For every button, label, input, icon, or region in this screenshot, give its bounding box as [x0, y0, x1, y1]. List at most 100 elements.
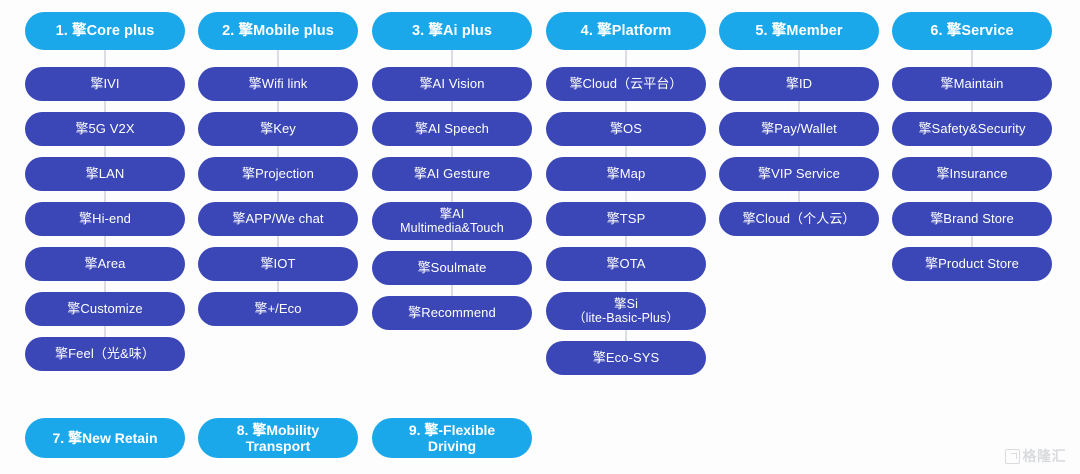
node-core-plus-2[interactable]: 擎LAN — [25, 157, 185, 202]
connector-line — [104, 281, 106, 292]
node-service-2[interactable]: 擎Insurance — [892, 157, 1052, 202]
node-label: 擎OTA — [606, 255, 646, 271]
node-platform-2[interactable]: 擎Map — [546, 157, 706, 202]
node-core-plus-3[interactable]: 擎Hi-end — [25, 202, 185, 247]
column-service: 6. 擎Service 擎Maintain 擎Safety&Security 擎Ins… — [892, 12, 1052, 292]
connector-line — [104, 326, 106, 337]
column-header-label: 4. 擎Platform — [580, 22, 672, 39]
column-header-label: 3. 擎Ai plus — [411, 22, 493, 39]
node-label: 擎5G V2X — [75, 120, 135, 136]
watermark-logo-icon — [1004, 448, 1020, 464]
node-platform-0[interactable]: 擎Cloud（云平台） — [546, 67, 706, 112]
column-header-platform[interactable]: 4. 擎Platform — [546, 12, 706, 67]
node-service-0[interactable]: 擎Maintain — [892, 67, 1052, 112]
column-header-label: 2. 擎Mobile plus — [222, 22, 334, 39]
node-platform-3[interactable]: 擎TSP — [546, 202, 706, 247]
node-platform-1[interactable]: 擎OS — [546, 112, 706, 157]
node-core-plus-5[interactable]: 擎Customize — [25, 292, 185, 337]
connector-line — [104, 236, 106, 247]
node-mobile-plus-4[interactable]: 擎IOT — [198, 247, 358, 292]
node-label: 擎Projection — [242, 165, 314, 181]
node-ai-plus-5[interactable]: 擎Recommend — [372, 296, 532, 330]
node-mobile-plus-3[interactable]: 擎APP/We chat — [198, 202, 358, 247]
connector-line — [104, 191, 106, 202]
node-ai-plus-4[interactable]: 擎Soulmate — [372, 251, 532, 296]
node-label: 擎Soulmate — [417, 259, 487, 275]
node-label: 擎Wifi link — [248, 75, 308, 91]
node-label: 擎OS — [609, 120, 643, 136]
column-header-label: 5. 擎Member — [755, 22, 843, 39]
node-label: 擎Hi-end — [79, 210, 131, 226]
column-header-service[interactable]: 6. 擎Service — [892, 12, 1052, 67]
node-label: 擎Cloud（云平台） — [569, 75, 683, 91]
connector-line — [104, 101, 106, 112]
connector-line — [451, 101, 453, 112]
connector-line — [277, 101, 279, 112]
node-mobile-plus-2[interactable]: 擎Projection — [198, 157, 358, 202]
node-ai-plus-0[interactable]: 擎AI Vision — [372, 67, 532, 112]
column-header-mobile-plus[interactable]: 2. 擎Mobile plus — [198, 12, 358, 67]
node-platform-6[interactable]: 擎Eco-SYS — [546, 341, 706, 375]
node-service-1[interactable]: 擎Safety&Security — [892, 112, 1052, 157]
connector-line — [625, 50, 627, 67]
column-mobile-plus: 2. 擎Mobile plus 擎Wifi link 擎Key 擎Projection… — [198, 12, 358, 337]
node-ai-plus-2[interactable]: 擎AI Gesture — [372, 157, 532, 202]
node-service-3[interactable]: 擎Brand Store — [892, 202, 1052, 247]
node-core-plus-4[interactable]: 擎Area — [25, 247, 185, 292]
node-mobile-plus-1[interactable]: 擎Key — [198, 112, 358, 157]
connector-line — [971, 101, 973, 112]
node-label: 擎Recommend — [408, 304, 496, 320]
connector-line — [625, 236, 627, 247]
node-label: 擎Feel（光&味） — [55, 345, 155, 361]
node-label: 擎APP/We chat — [232, 210, 324, 226]
node-label: 擎Product Store — [925, 255, 1019, 271]
connector-line — [104, 50, 106, 67]
connector-line — [971, 50, 973, 67]
node-service-4[interactable]: 擎Product Store — [892, 247, 1052, 281]
node-ai-plus-1[interactable]: 擎AI Speech — [372, 112, 532, 157]
column-header-ai-plus[interactable]: 3. 擎Ai plus — [372, 12, 532, 67]
connector-line — [451, 240, 453, 251]
node-core-plus-6[interactable]: 擎Feel（光&味） — [25, 337, 185, 371]
connector-line — [625, 281, 627, 292]
connector-line — [625, 191, 627, 202]
node-platform-5[interactable]: 擎Si（lite-Basic-Plus） — [546, 292, 706, 341]
connector-line — [451, 191, 453, 202]
bottom-pill-new-retain[interactable]: 7. 擎New Retain — [25, 418, 185, 458]
bottom-pill-label: 7. 擎New Retain — [52, 429, 158, 446]
node-label: 擎IVI — [90, 75, 120, 91]
column-header-core-plus[interactable]: 1. 擎Core plus — [25, 12, 185, 67]
node-member-3[interactable]: 擎Cloud（个人云） — [719, 202, 879, 236]
node-label: 擎Safety&Security — [918, 120, 1026, 136]
connector-line — [798, 146, 800, 157]
node-platform-4[interactable]: 擎OTA — [546, 247, 706, 292]
connector-line — [971, 236, 973, 247]
node-mobile-plus-0[interactable]: 擎Wifi link — [198, 67, 358, 112]
node-label: 擎Insurance — [936, 165, 1008, 181]
node-label: 擎Cloud（个人云） — [742, 210, 856, 226]
node-label: 擎+/Eco — [254, 300, 302, 316]
connector-line — [625, 146, 627, 157]
connector-line — [277, 191, 279, 202]
node-mobile-plus-5[interactable]: 擎+/Eco — [198, 292, 358, 326]
node-member-2[interactable]: 擎VIP Service — [719, 157, 879, 202]
column-header-member[interactable]: 5. 擎Member — [719, 12, 879, 67]
node-label: 擎Area — [84, 255, 126, 271]
node-core-plus-1[interactable]: 擎5G V2X — [25, 112, 185, 157]
connector-line — [277, 236, 279, 247]
node-core-plus-0[interactable]: 擎IVI — [25, 67, 185, 112]
watermark-text: 格隆汇 — [1022, 448, 1066, 464]
connector-line — [104, 146, 106, 157]
node-member-1[interactable]: 擎Pay/Wallet — [719, 112, 879, 157]
node-label: 擎Maintain — [940, 75, 1004, 91]
node-member-0[interactable]: 擎ID — [719, 67, 879, 112]
